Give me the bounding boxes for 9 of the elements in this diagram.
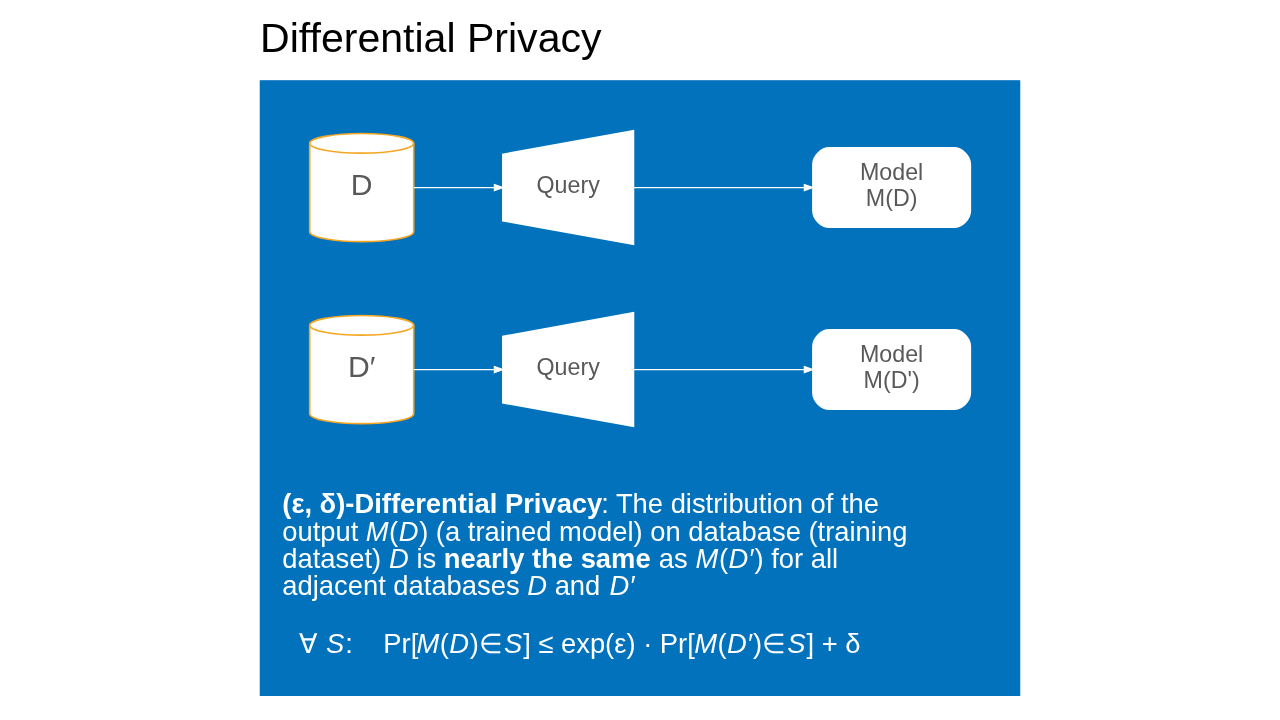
arrow bbox=[632, 365, 815, 374]
diagram-title: Differential Privacy bbox=[260, 15, 602, 62]
node-box: Query bbox=[502, 129, 635, 246]
node-box: Query bbox=[502, 311, 635, 428]
node-box: Model M(D') bbox=[812, 329, 972, 411]
arrow bbox=[413, 365, 505, 374]
arrow bbox=[413, 183, 505, 192]
node-box: Model M(D) bbox=[812, 147, 972, 229]
arrow bbox=[632, 183, 815, 192]
